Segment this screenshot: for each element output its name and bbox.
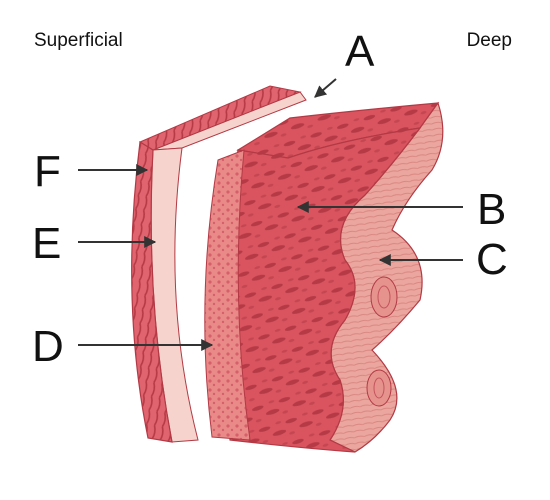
loose-connective-layer: [204, 149, 251, 441]
label-d: D: [32, 322, 64, 371]
superficial-label: Superficial: [34, 30, 123, 51]
label-c: C: [476, 235, 508, 284]
deep-label: Deep: [466, 30, 512, 51]
label-b: B: [477, 185, 507, 234]
outer-band-layer: [131, 85, 302, 443]
label-f: F: [34, 147, 61, 196]
pointer-a: [314, 78, 337, 98]
deep-muscle-block: [223, 101, 444, 453]
label-e: E: [32, 219, 62, 268]
label-a: A: [345, 27, 375, 76]
